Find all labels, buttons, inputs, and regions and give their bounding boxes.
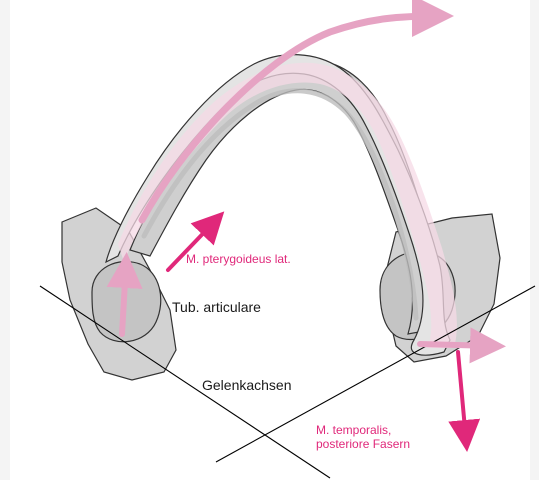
label-pterygoideus: M. pterygoideus lat. [186,253,291,266]
temporalis-arrow [458,352,466,440]
label-temporalis-line2: posteriore Fasern [316,438,410,451]
right-condyle-arrow [420,344,494,346]
label-gelenkachsen: Gelenkachsen [202,378,292,393]
left-condyle-arrow [122,264,126,334]
label-temporalis-line1: M. temporalis, [316,424,391,437]
label-tub-articulare: Tub. articulare [172,300,261,315]
